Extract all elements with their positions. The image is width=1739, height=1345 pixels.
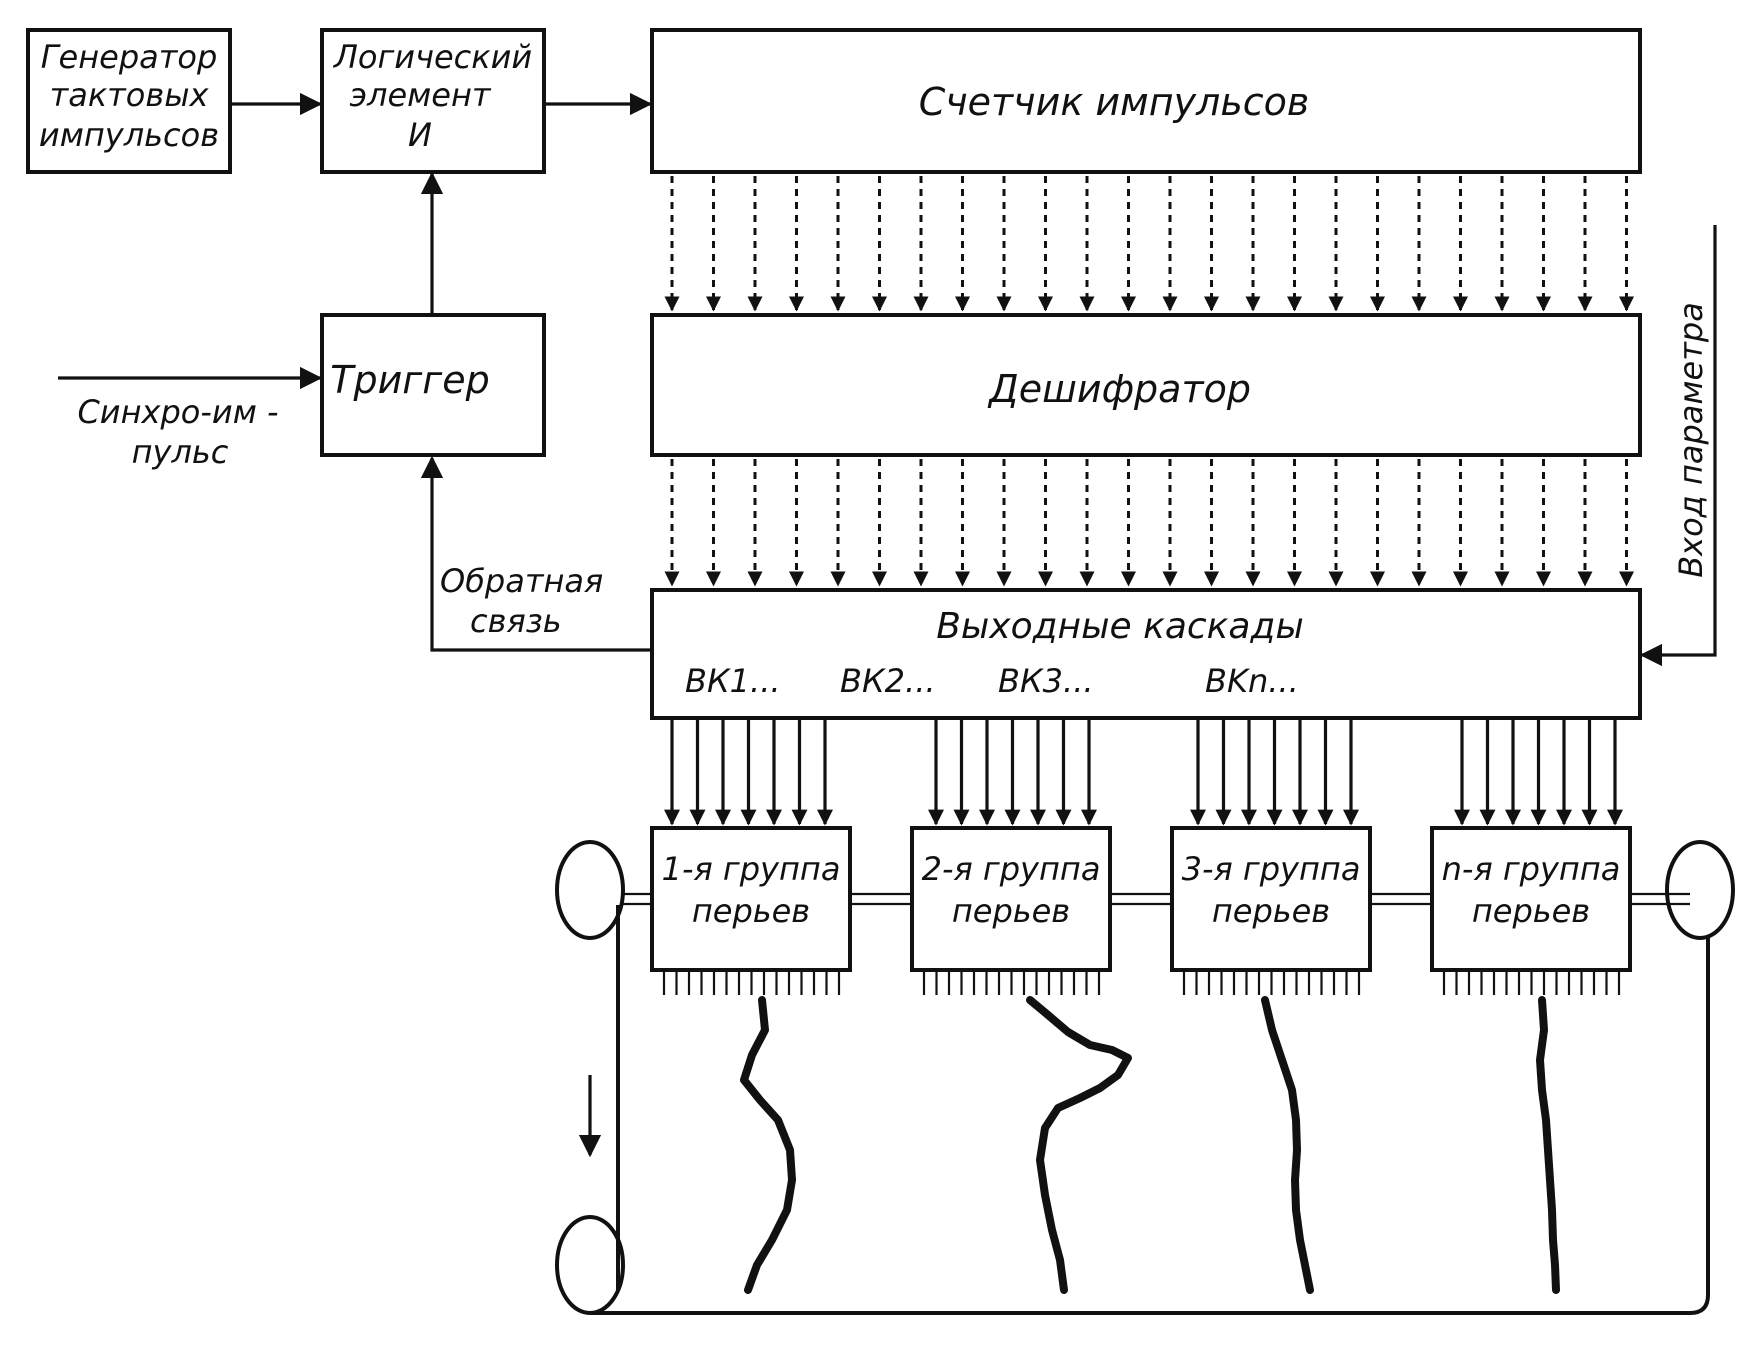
trigger-block: Триггер (320, 313, 546, 457)
pen-group-n-line-2: перьев (1472, 892, 1590, 930)
stage-label-1: ВК1... (685, 662, 781, 700)
output-pen-bus (664, 720, 1623, 826)
output-stages-label: Выходные каскады (936, 606, 1304, 647)
pen-group-1: 1-я группа перьев (650, 826, 852, 972)
pen-shaft (623, 892, 1690, 906)
counter-decoder-bus (664, 176, 1634, 312)
pen-group-3-line-2: перьев (1212, 892, 1330, 930)
trace-3 (1261, 996, 1314, 1294)
pen-group-2-line-1: 2-я группа (922, 850, 1101, 888)
left-lower-roller (555, 1215, 625, 1315)
left-upper-roller (555, 840, 625, 940)
pulse-counter-label: Счетчик импульсов (919, 80, 1310, 124)
clock-generator-line-1: Генератор (41, 38, 218, 76)
output-stages-block: Выходные каскады ВК1... ВК2... ВК3... BK… (650, 588, 1642, 720)
stage-label-2: ВК2... (840, 662, 936, 700)
and-gate-line-2: элемент (349, 76, 491, 114)
stage-label-3: ВК3... (998, 662, 1094, 700)
parameter-input-label: Вход параметра (1672, 302, 1710, 578)
paper-roll (555, 840, 1735, 1315)
trace-2 (1026, 996, 1132, 1294)
feedback-line-1: Обратная (440, 562, 603, 600)
pen-group-1-line-2: перьев (692, 892, 810, 930)
trigger-label: Триггер (330, 358, 489, 402)
and-gate-line-3: И (408, 116, 432, 154)
pen-group-3-line-1: 3-я группа (1182, 850, 1361, 888)
pen-group-2-line-2: перьев (952, 892, 1070, 930)
clock-generator-line-3: импульсов (39, 116, 219, 154)
pen-group-1-line-1: 1-я группа (662, 850, 841, 888)
parameter-input-arrow (1639, 225, 1717, 667)
paper-bottom-edge (590, 938, 1710, 1315)
right-upper-roller (1665, 840, 1735, 940)
feedback-line-2: связь (470, 602, 562, 640)
decoder-block: Дешифратор (650, 313, 1642, 457)
and-gate-block: Логический элемент И (320, 28, 546, 174)
and-gate-line-1: Логический (333, 38, 532, 76)
clock-generator-block: Генератор тактовых импульсов (26, 28, 232, 174)
sync-pulse-line-1: Синхро-им - (77, 393, 278, 431)
pen-group-n-line-1: n-я группа (1442, 850, 1621, 888)
clock-generator-line-2: тактовых (50, 76, 210, 114)
pen-group-n: n-я группа перьев (1430, 826, 1632, 972)
decoder-label: Дешифратор (987, 367, 1251, 411)
feedback-arrow (420, 455, 652, 652)
stage-label-n: BKn... (1205, 662, 1299, 700)
decoder-output-bus (664, 459, 1634, 587)
pen-group-3: 3-я группа перьев (1170, 826, 1372, 972)
trace-n (1536, 996, 1560, 1294)
trace-1 (740, 996, 796, 1294)
pen-group-2: 2-я группа перьев (910, 826, 1112, 972)
pen-tips (662, 972, 1621, 995)
pulse-counter-block: Счетчик импульсов (650, 28, 1642, 174)
recorded-traces (740, 996, 1560, 1294)
sync-pulse-line-2: пульс (132, 433, 229, 471)
